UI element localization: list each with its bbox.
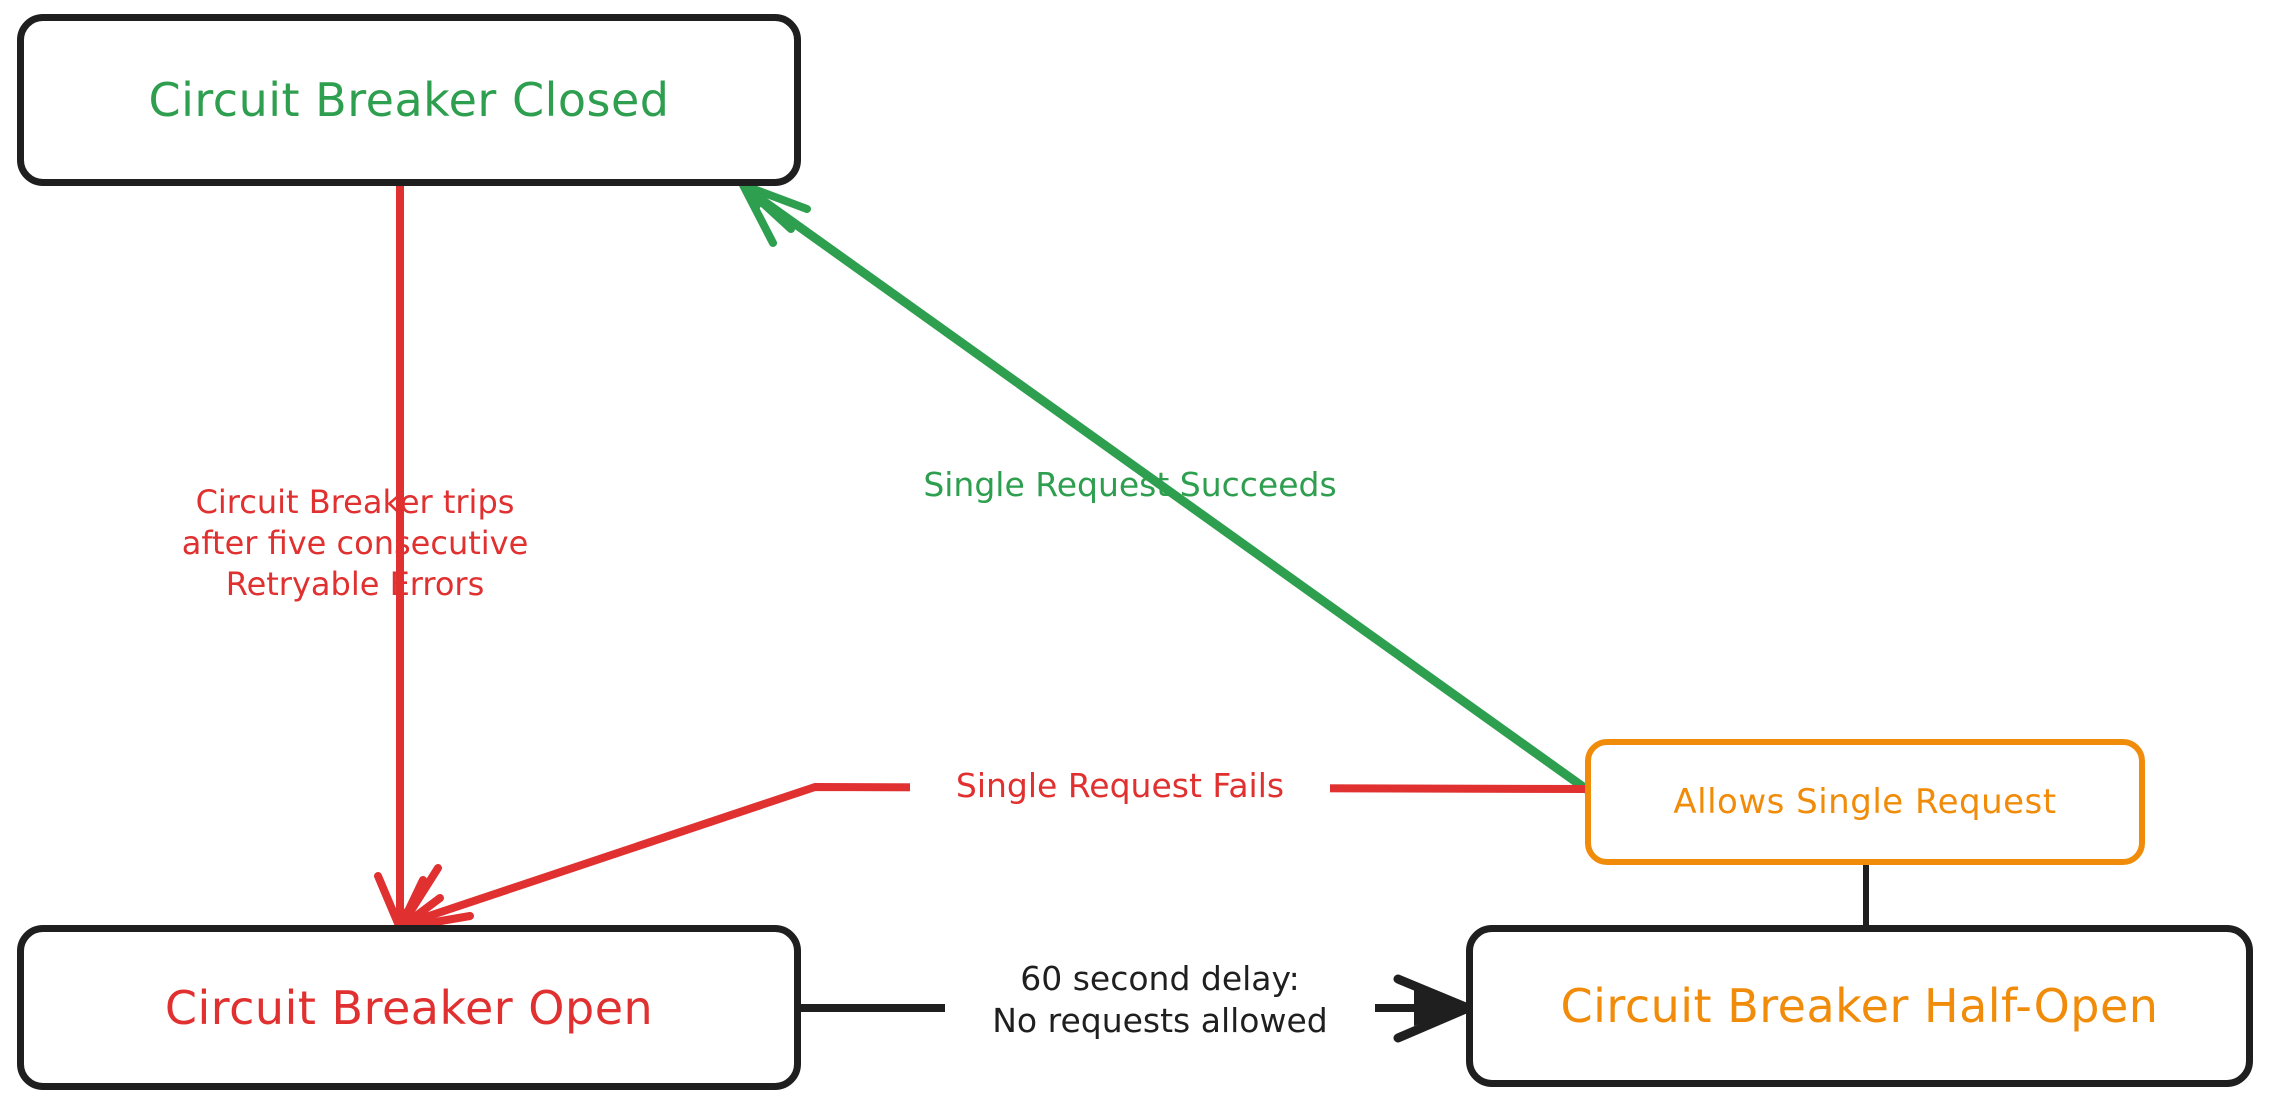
edge-allows-to-closed (739, 181, 1591, 794)
edge-allows-to-open (396, 783, 1590, 932)
node-circuit-breaker-half-open[interactable]: Circuit Breaker Half-Open (1466, 925, 2253, 1087)
node-open-label: Circuit Breaker Open (164, 980, 654, 1035)
node-closed-label: Circuit Breaker Closed (148, 73, 670, 127)
node-circuit-breaker-closed[interactable]: Circuit Breaker Closed (17, 14, 801, 186)
node-circuit-breaker-open[interactable]: Circuit Breaker Open (17, 925, 801, 1090)
node-allows-single-request[interactable]: Allows Single Request (1585, 739, 2145, 865)
edge-closed-to-open (374, 182, 444, 932)
edge-open-to-halfopen (797, 974, 1473, 1043)
node-half-open-label: Circuit Breaker Half-Open (1560, 979, 2159, 1033)
node-allows-single-request-label: Allows Single Request (1673, 782, 2057, 822)
